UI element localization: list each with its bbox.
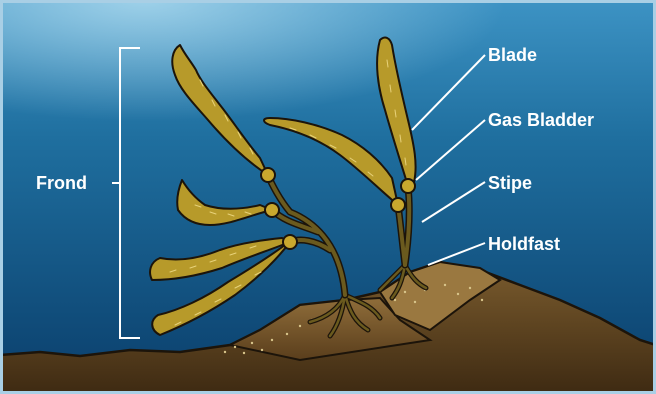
frond-label: Frond [36, 174, 87, 192]
blade-label: Blade [488, 46, 537, 64]
stipe-label: Stipe [488, 174, 532, 192]
gas-bladder-label: Gas Bladder [488, 111, 594, 129]
holdfast-label: Holdfast [488, 235, 560, 253]
